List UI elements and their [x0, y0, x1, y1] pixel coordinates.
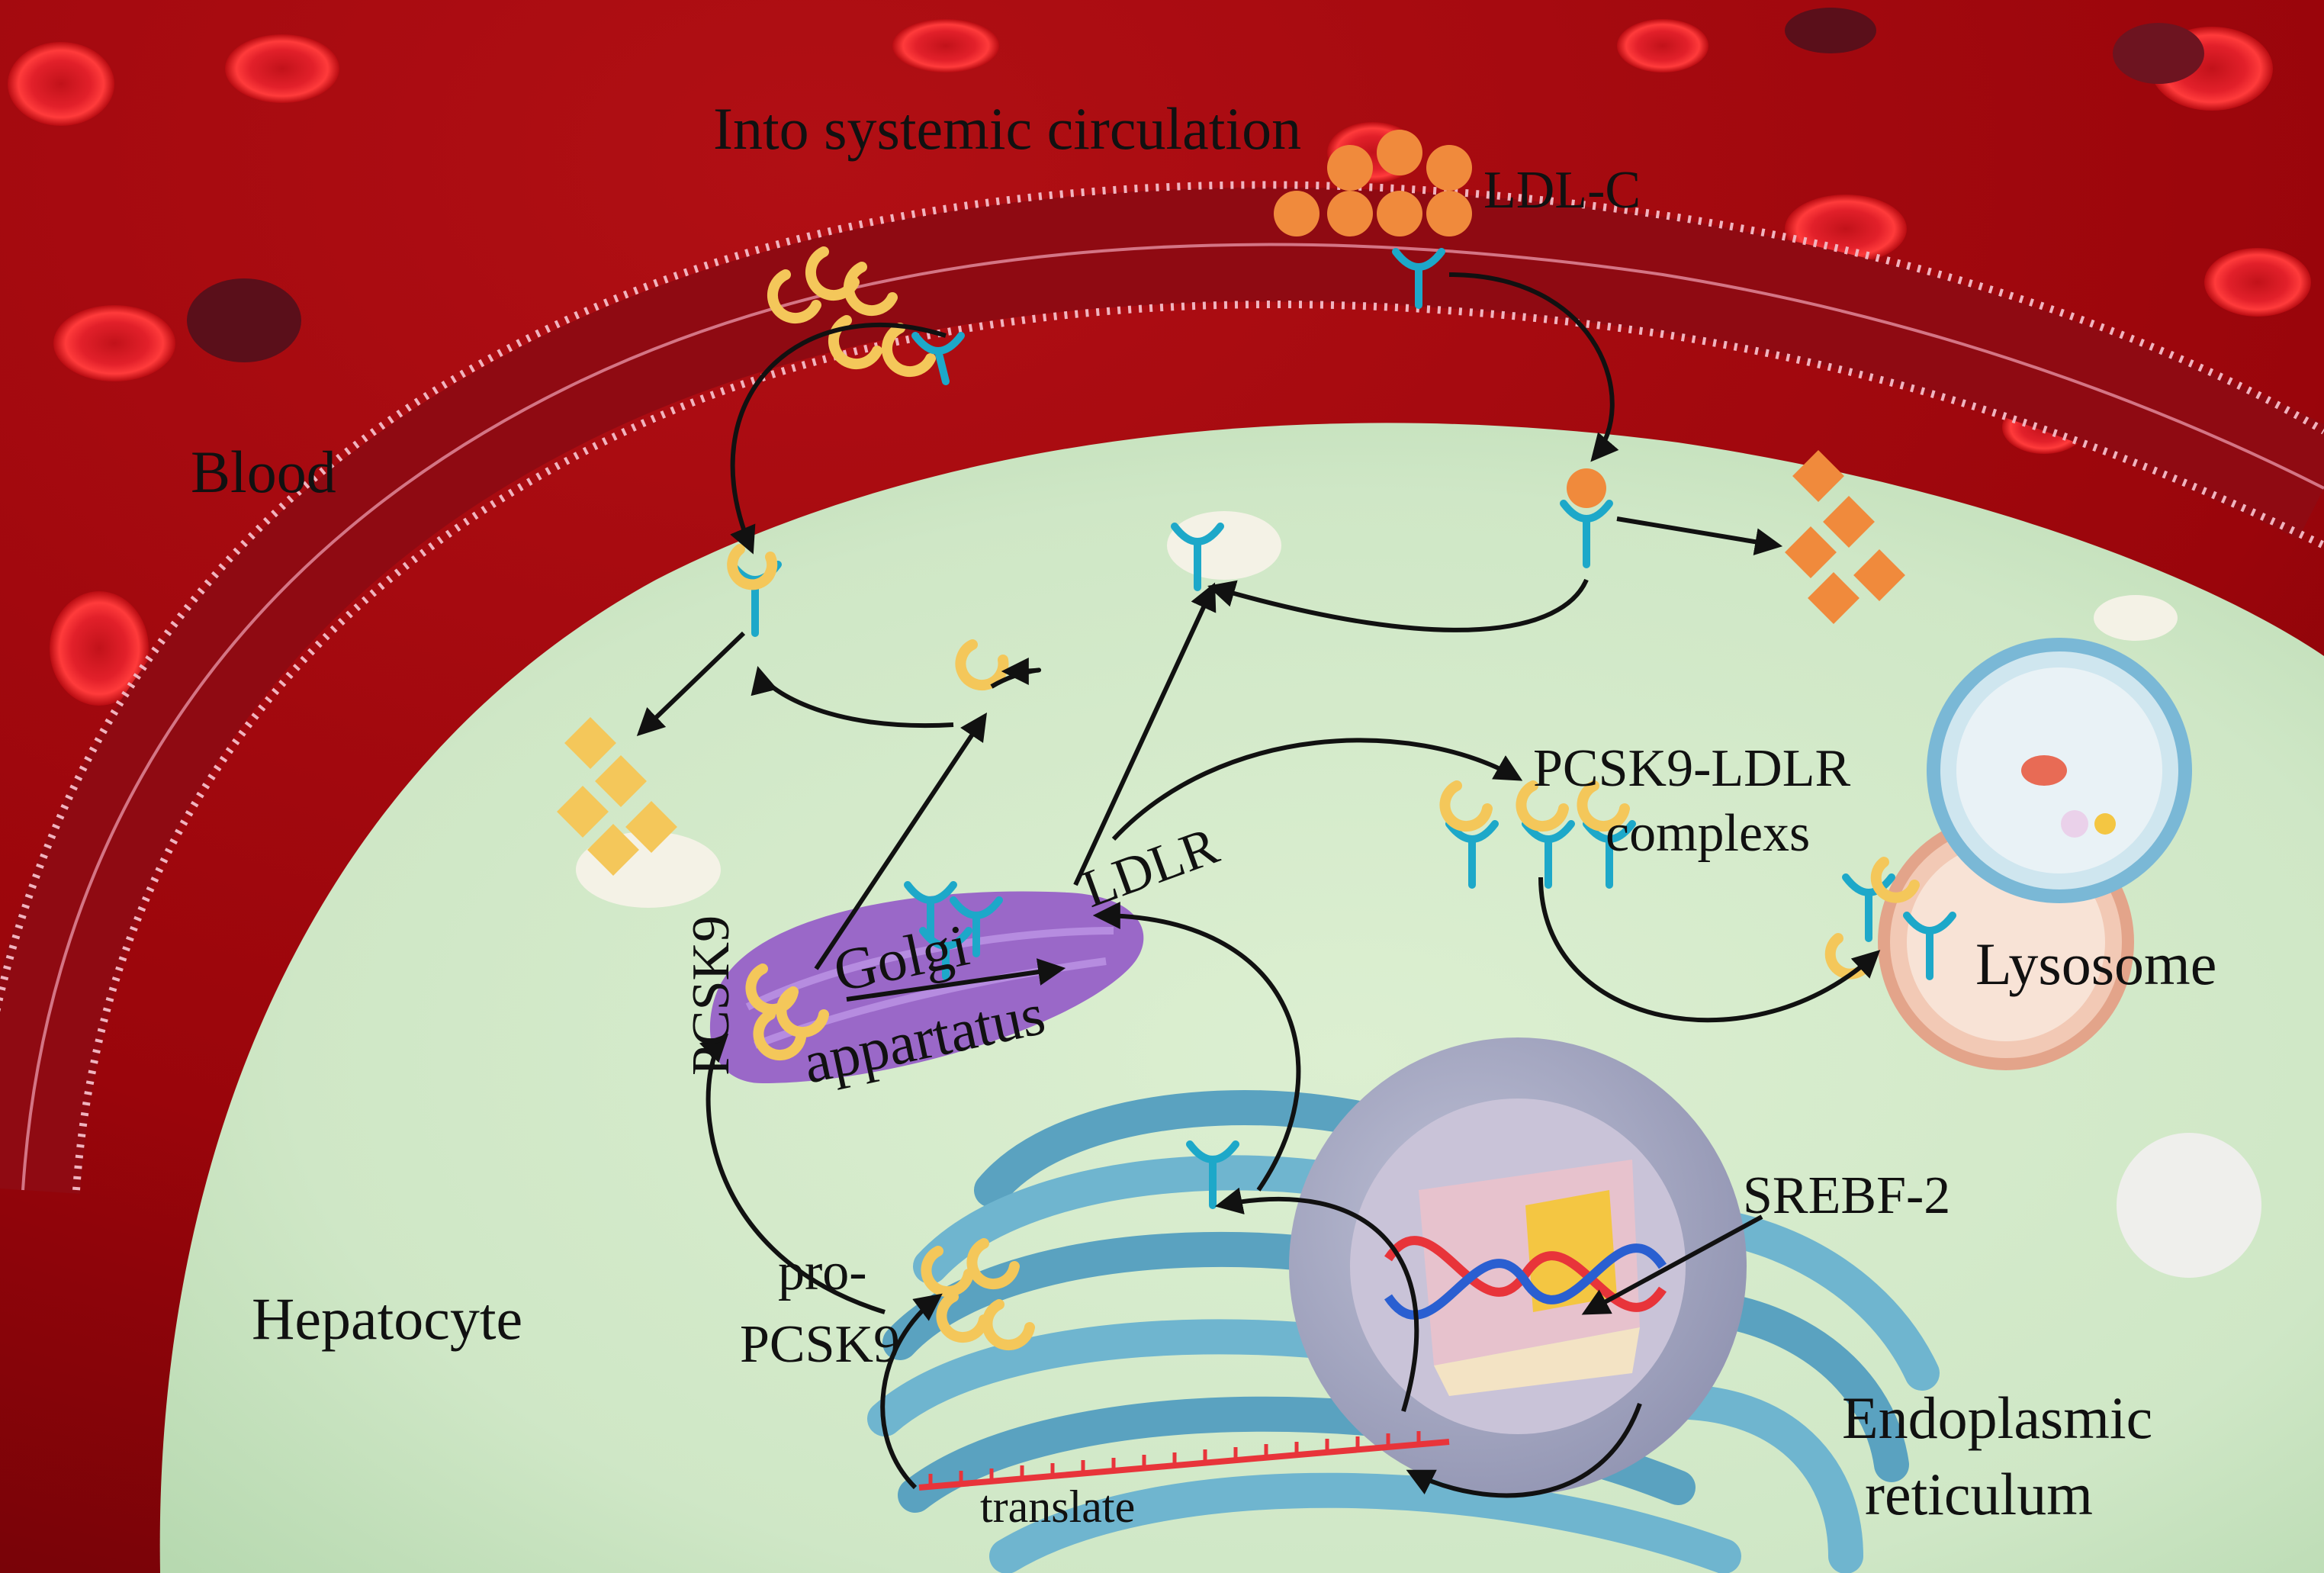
ldlr-receptor	[1560, 500, 1613, 568]
pcsk9-protein	[881, 323, 936, 378]
arrow-recycle-to-membrane	[1207, 578, 1589, 632]
ldlr-receptor	[1186, 1140, 1239, 1209]
arrow-translate-to-ldlr	[1214, 1187, 1419, 1412]
arrow-pcsk9-degrade	[636, 631, 746, 736]
label-ldl-c: LDL-C	[1483, 161, 1641, 220]
label-complexs: complexs	[1606, 804, 1810, 863]
label-pcsk9-ldlr: PCSK9-LDLR	[1533, 739, 1850, 798]
arrow-er-ldlr-to-golgi	[1092, 902, 1301, 1192]
pcsk9-protein	[982, 1299, 1035, 1351]
vesicle	[2117, 1133, 2261, 1278]
arrow-recycle-left	[730, 322, 947, 555]
red-blood-cell	[225, 34, 339, 103]
label-pro: pro-	[778, 1243, 867, 1301]
ldlr-receptor	[1903, 912, 1956, 980]
arrow-pcsk9-inside	[990, 657, 1041, 689]
ldlr-receptor	[1842, 873, 1895, 942]
label-pro-pcsk9: PCSK9	[740, 1315, 900, 1374]
arrow-ldl-degrade	[1616, 516, 1783, 556]
ldl-particle	[1426, 145, 1472, 191]
red-blood-cell-dark	[187, 278, 301, 362]
ldlr-receptors	[728, 248, 1956, 1209]
cell-membrane-outer	[0, 181, 2324, 1013]
arrow-translate-to-propcsk9	[880, 1293, 943, 1490]
pcsk9-protein	[776, 986, 829, 1038]
arrow-ldl-internalize	[1448, 272, 1619, 462]
ldlr-receptor	[1445, 820, 1499, 889]
label-blood: Blood	[191, 439, 336, 505]
red-blood-cell	[50, 591, 149, 706]
red-blood-cell	[1617, 19, 1708, 72]
arrow-pcsk9-to-surface	[751, 666, 954, 729]
degraded-pcsk9-fragments	[557, 717, 677, 876]
ldl-particle	[1567, 468, 1606, 508]
cytoplasmic-vesicles	[576, 511, 2261, 1278]
ldlr-receptor	[1171, 523, 1224, 591]
arrow-golgi-ldlr-out	[1073, 582, 1217, 886]
pcsk9-protein	[921, 1246, 974, 1298]
label-pcsk9: PCSK9	[682, 915, 741, 1076]
arrow-propcsk9-to-golgi	[699, 1033, 886, 1314]
label-into-systemic-circulation: Into systemic circulation	[713, 95, 1301, 162]
pcsk9-protein	[843, 262, 898, 317]
red-blood-cell	[2204, 248, 2311, 317]
arrow-complex-to-lysosome	[1538, 877, 1881, 1023]
cell-membrane-mid	[21, 243, 2324, 1191]
dna-helix	[1384, 1236, 1667, 1320]
ldlr-receptor	[904, 881, 957, 942]
red-blood-cell	[8, 42, 114, 126]
pcsk9-protein	[955, 639, 1009, 691]
arrow-golgi-to-complex	[1111, 738, 1523, 841]
red-blood-cell	[53, 305, 175, 381]
ldl-particle	[1426, 191, 1472, 236]
ldl-c-particles	[1274, 130, 1606, 508]
ldl-particle	[1377, 130, 1422, 175]
ldlr-receptor	[911, 332, 965, 385]
arrow-srebf2-to-dna	[1581, 1214, 1763, 1315]
label-srebf2: SREBF-2	[1743, 1166, 1950, 1225]
ldl-particle	[1327, 145, 1373, 191]
ldlr-receptor	[1522, 820, 1575, 889]
pcsk9-protein	[936, 1292, 989, 1343]
red-blood-cell-dark	[1785, 8, 1876, 53]
label-hepatocyte: Hepatocyte	[252, 1285, 522, 1352]
vesicle	[1167, 511, 1281, 580]
arrow-golgi-pcsk9-out	[814, 713, 987, 970]
ldlr-receptor	[1392, 248, 1445, 309]
hepatocyte-cytoplasm	[159, 423, 2324, 1573]
ldlr-receptor	[1583, 820, 1636, 889]
arrow-golgi-internal	[846, 958, 1066, 1002]
red-blood-cell-dark	[2113, 23, 2204, 84]
degraded-ldl-fragments	[1785, 450, 1905, 624]
label-lysosome: Lysosome	[1975, 931, 2216, 997]
mrna-strand	[918, 1431, 1450, 1491]
pcsk9-complex-proteins	[727, 544, 1920, 980]
arrow-dna-to-translate	[1406, 1402, 1642, 1498]
ldlr-receptor	[919, 927, 972, 980]
pcsk9-protein	[753, 1009, 806, 1061]
pcsk9-protein	[767, 269, 821, 324]
ldl-particle	[1377, 191, 1422, 236]
label-endoplasmic: Endoplasmic	[1842, 1385, 2152, 1451]
vesicle	[2094, 595, 2178, 641]
red-blood-cell	[892, 19, 999, 72]
ldl-particle	[1274, 191, 1320, 236]
label-translate: translate	[980, 1481, 1135, 1532]
pathway-arrows	[636, 272, 1881, 1498]
label-reticulum: reticulum	[1865, 1461, 2093, 1527]
ldl-particle	[1327, 191, 1373, 236]
pcsk9-protein	[966, 1238, 1020, 1290]
lysosome	[1878, 638, 2192, 1070]
ldlr-receptor	[950, 896, 1003, 957]
